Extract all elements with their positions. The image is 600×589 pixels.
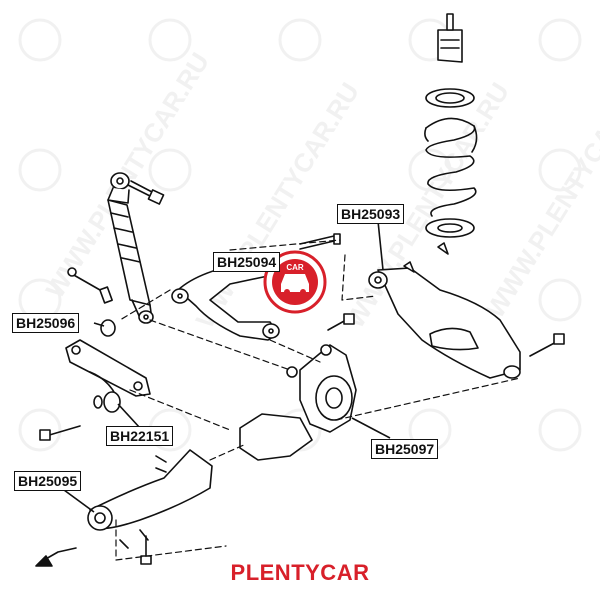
toe-link [65, 339, 151, 401]
toe-link-bolt [39, 425, 81, 441]
label-bh22151: BH22151 [106, 426, 174, 446]
shock-absorber [107, 172, 154, 324]
label-bh25096: BH25096 [12, 313, 80, 333]
arm-bolt [327, 313, 355, 331]
upper-control-arm [171, 259, 291, 341]
brand-title: PLENTYCAR [230, 560, 370, 585]
leader-bh25095 [63, 489, 95, 513]
lower-shock-bolt [67, 267, 113, 304]
lower-control-arm [368, 261, 521, 379]
trailing-arm [87, 449, 213, 549]
leader-bh22151 [117, 403, 141, 429]
leader-bh25096 [93, 322, 105, 327]
leader-bh25097 [351, 417, 391, 439]
front-arrow-icon [35, 547, 77, 567]
knuckle-hub [239, 344, 357, 461]
coil-spring [424, 13, 478, 255]
toe-link-bushing [93, 391, 121, 413]
logo-text: CAR [286, 263, 304, 272]
bushing-bh25096 [100, 319, 116, 337]
lower-arm-bolt [529, 333, 565, 357]
leader-bh25093 [377, 220, 384, 271]
label-bh25095: BH25095 [14, 471, 82, 491]
label-bh25094: BH25094 [213, 252, 281, 272]
label-bh25097: BH25097 [371, 439, 439, 459]
upper-shock-bolt [127, 180, 165, 205]
label-bh25093: BH25093 [337, 204, 405, 224]
assembly-lines [115, 239, 521, 561]
